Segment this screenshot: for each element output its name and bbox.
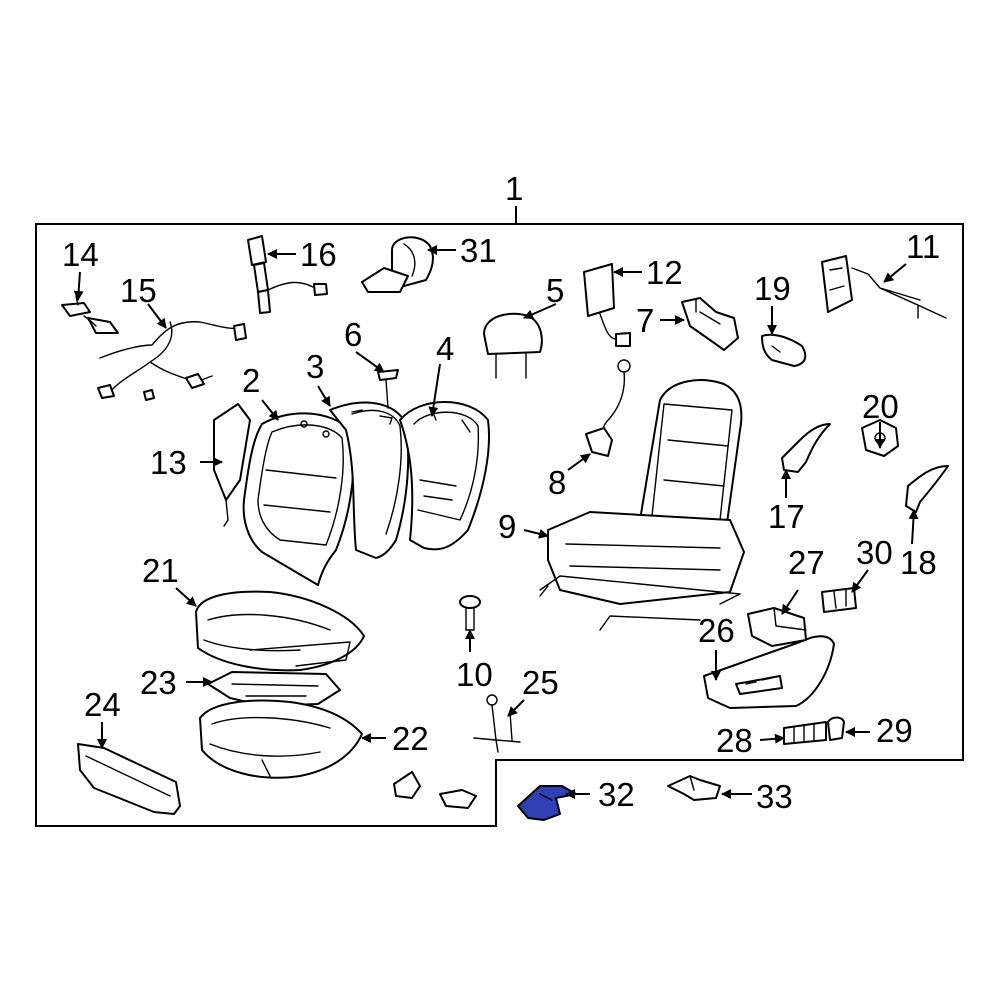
callout-7: 7: [636, 302, 654, 339]
knob-part: [827, 716, 845, 741]
connector-part: [61, 295, 119, 334]
callout-12: 12: [646, 254, 683, 291]
outer-shield-part: [703, 635, 835, 709]
headrest-part: [483, 312, 543, 379]
clip-33-part: [667, 775, 721, 801]
callout-30: 30: [856, 534, 893, 571]
pin-part: [377, 369, 399, 409]
back-panel-part: [213, 403, 251, 527]
callout-31: 31: [460, 232, 497, 269]
callout-20: 20: [862, 388, 899, 425]
assembly-frame: [35, 223, 964, 827]
callout-24: 24: [84, 686, 121, 723]
callout-23: 23: [140, 664, 177, 701]
seat-frame-part: [539, 379, 745, 631]
clip-parts: [393, 771, 477, 809]
seatback-cover-part: [242, 412, 355, 586]
callout-32: 32: [598, 776, 635, 813]
callout-5: 5: [546, 272, 564, 309]
cushion-pad-part: [199, 699, 363, 779]
callout-15: 15: [120, 272, 157, 309]
module-part: [583, 263, 631, 347]
callout-4: 4: [436, 330, 454, 367]
callout-11: 11: [906, 228, 940, 265]
callout-13: 13: [150, 444, 187, 481]
switch-knob-part: [783, 721, 827, 745]
buckle-part: [247, 235, 328, 314]
adjuster-part: [821, 255, 947, 319]
callout-33: 33: [756, 778, 793, 815]
highlighted-cover-part: [517, 785, 577, 821]
cushion-cover-part: [195, 590, 365, 672]
callout-16: 16: [300, 236, 337, 273]
callout-6: 6: [344, 316, 362, 353]
callout-22: 22: [392, 720, 429, 757]
seatback-pad-part: [329, 401, 410, 559]
bolt-part: [459, 595, 481, 631]
bracket-25-part: [473, 694, 521, 753]
callout-labels: 14 15 16 31 13 2 3 4 6 5 12 7 11 19 20 1…: [62, 228, 940, 815]
callout-26: 26: [698, 612, 735, 649]
callout-21: 21: [142, 552, 179, 589]
cable-part: [585, 359, 631, 457]
callout-8: 8: [548, 464, 566, 501]
callout-28: 28: [716, 722, 753, 759]
side-shield-part: [77, 743, 181, 815]
recliner-cover-part: [361, 236, 434, 293]
cover-19-part: [761, 333, 807, 367]
callout-19: 19: [754, 270, 791, 307]
callout-10: 10: [456, 656, 493, 693]
callout-2: 2: [242, 362, 260, 399]
callout-14: 14: [62, 236, 99, 273]
callout-9: 9: [498, 508, 516, 545]
callout-29: 29: [876, 712, 913, 749]
callout-17: 17: [768, 498, 805, 535]
bracket-27-part: [747, 607, 807, 647]
callout-18: 18: [900, 544, 937, 581]
wire-harness-part: [97, 321, 247, 401]
lever-18-part: [905, 465, 949, 513]
callout-3: 3: [306, 348, 324, 385]
assembly-label: 1: [505, 170, 523, 207]
seatback-board-part: [399, 401, 491, 551]
callout-arrows: [73, 245, 919, 799]
switch-30-part: [821, 587, 857, 613]
bracket-part: [681, 297, 739, 351]
cushion-frame-part: [207, 671, 341, 707]
callout-27: 27: [788, 544, 825, 581]
callout-25: 25: [522, 664, 559, 701]
lever-17-part: [781, 423, 831, 473]
